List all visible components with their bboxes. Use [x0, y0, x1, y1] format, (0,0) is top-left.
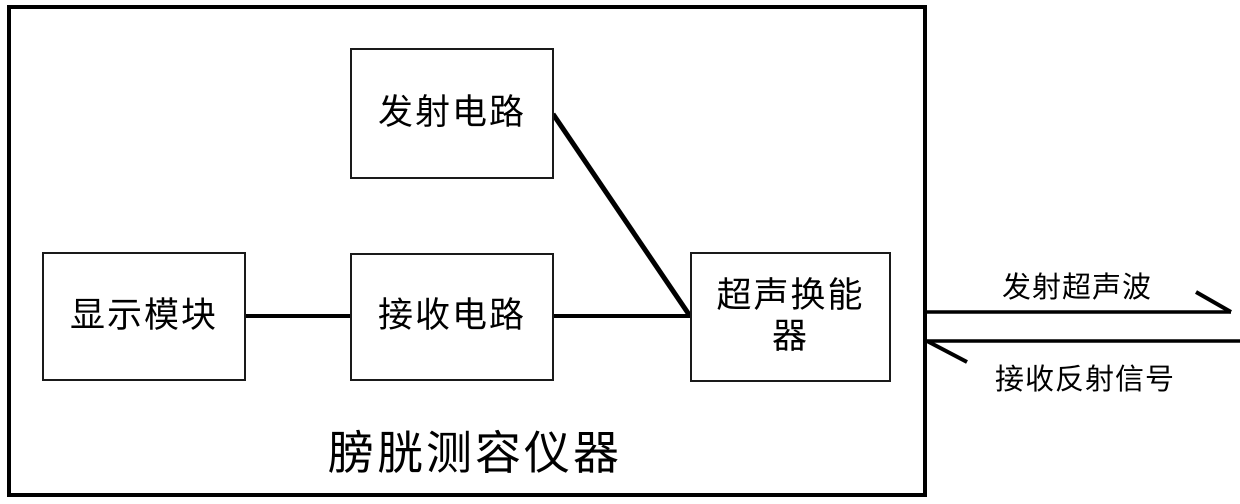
- block-transmit-circuit: 发射电路: [350, 48, 554, 179]
- instrument-outer-box: [7, 5, 927, 497]
- block-receive-circuit-label: 接收电路: [377, 296, 526, 337]
- block-ultrasonic-transducer: 超声换能器: [690, 252, 891, 382]
- block-ultrasonic-transducer-label: 超声换能器: [716, 275, 865, 357]
- receive-signal-label: 接收反射信号: [995, 362, 1176, 396]
- block-display-module-label: 显示模块: [69, 295, 218, 336]
- transmit-wave-label: 发射超声波: [1002, 270, 1153, 304]
- block-display-module: 显示模块: [42, 252, 246, 381]
- transmit-wave-arrowhead: [1195, 290, 1232, 314]
- block-receive-circuit: 接收电路: [350, 253, 554, 381]
- receive-signal-arrowhead: [926, 339, 968, 364]
- block-transmit-circuit-label: 发射电路: [377, 92, 526, 133]
- instrument-title: 膀胱测容仪器: [328, 426, 622, 480]
